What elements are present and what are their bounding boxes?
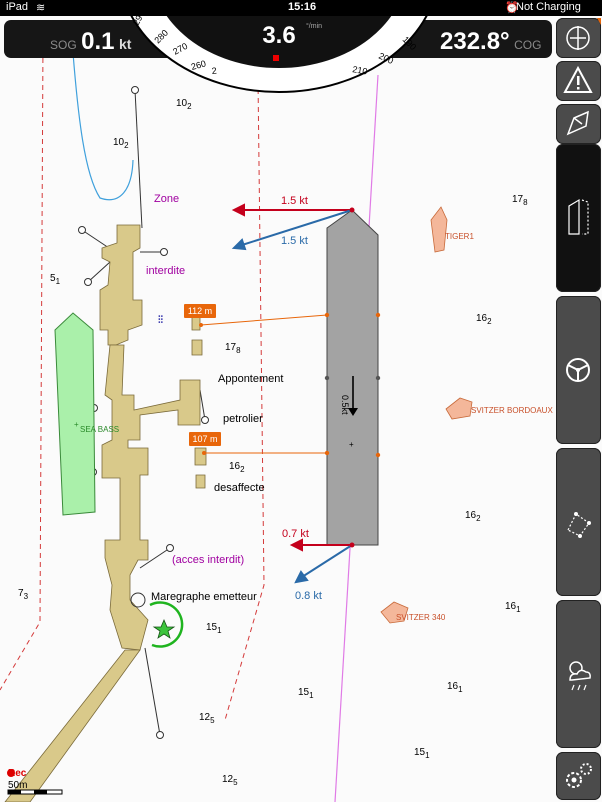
current-arrows-blue	[231, 209, 353, 584]
depth-sounding: 151	[206, 622, 222, 635]
distance-value[interactable]: 112 m	[188, 306, 212, 316]
vessel-svitzer-bordeaux[interactable]	[445, 397, 473, 420]
depth-sounding: 151	[414, 747, 430, 760]
compass-tick-label: 260	[190, 58, 207, 72]
current-arrows-red	[231, 203, 352, 552]
depth-sounding: 73	[18, 588, 29, 601]
light-marker-icon: ⫶⫶	[158, 315, 164, 326]
rate-unit: °/min	[306, 22, 322, 30]
vessel-svitzer-340[interactable]	[380, 601, 409, 624]
status-bar: iPad ≋ 15:16 ⏰ Not Charging	[0, 0, 602, 16]
wifi-icon: ≋	[36, 2, 46, 14]
depth-sounding: 178	[225, 342, 241, 355]
alarm-button[interactable]	[556, 61, 601, 101]
scale-label: 50m	[8, 780, 28, 791]
depth-sounding: 125	[199, 712, 215, 725]
distance-value[interactable]: 107 m	[192, 434, 217, 444]
vessel-sea-bass[interactable]	[54, 312, 96, 516]
tide-gauge-marker	[130, 592, 146, 608]
depth-sounding: 51	[50, 273, 61, 286]
route-button[interactable]	[556, 448, 601, 596]
current-stern-drift-label: 0.8 kt	[295, 590, 322, 602]
sog-label: SOG	[50, 38, 77, 52]
distance-lines	[200, 314, 328, 454]
depth-sounding: 125	[222, 774, 238, 787]
distance-badge[interactable]	[184, 304, 216, 318]
depth-sounding: 178	[512, 194, 528, 207]
vessel-sea-bass-cross: +	[74, 420, 79, 429]
distance-anchor	[202, 451, 206, 455]
zone-label: interdite	[146, 265, 185, 277]
ship-model-button[interactable]	[556, 104, 601, 144]
zone-label: Zone	[154, 193, 179, 205]
weather-button[interactable]	[556, 600, 601, 748]
steering-button[interactable]	[556, 296, 601, 444]
sog-value: 0.1	[81, 28, 115, 55]
vessel-sea-bass-label[interactable]: SEA BASS	[80, 425, 119, 434]
jetty-label: desaffecte	[214, 482, 265, 494]
ship-bow-point	[349, 207, 355, 213]
tide-gauge-range	[149, 601, 184, 648]
depth-sounding: 161	[447, 681, 463, 694]
mooring-lines	[78, 86, 209, 739]
depth-sounding: 102	[176, 98, 192, 111]
depth-sounding: 162	[229, 461, 245, 474]
ship-speed-label: 0.5kt	[340, 395, 350, 415]
jetty-structure	[4, 224, 207, 802]
tool-sidebar	[554, 16, 602, 802]
ship-midpoints	[324, 375, 381, 381]
heading-value: 356.8°	[241, 64, 316, 94]
depth-sounding: 162	[465, 510, 481, 523]
tide-gauge-star-icon[interactable]	[152, 618, 176, 639]
ship-stern-point	[349, 542, 355, 548]
compass-tick-label: 210	[352, 64, 369, 76]
charging-status: Not Charging	[516, 1, 581, 13]
record-dot-icon[interactable]	[7, 769, 15, 777]
ship-center: +	[349, 440, 354, 449]
depth-sounding: 161	[505, 601, 521, 614]
tide-gauge-label: Maregraphe emetteur	[151, 591, 257, 603]
jetty-label: petrolier	[223, 413, 263, 425]
current-bow-label: 1.5 kt	[281, 195, 308, 207]
compass-tick-label: 2	[211, 66, 217, 76]
distance-badge[interactable]	[189, 432, 221, 446]
settings-button[interactable]	[556, 752, 601, 800]
scale-bar-seg	[8, 790, 21, 794]
cog-readout: 232.8° COG	[440, 28, 541, 56]
vessel-svitzer-340-label[interactable]: SVITZER 340	[396, 613, 446, 622]
depth-sounding: 151	[298, 687, 314, 700]
scale-bar-seg	[34, 790, 47, 794]
anchor-watch-button[interactable]	[556, 18, 601, 58]
depth-sounding: 102	[113, 137, 129, 150]
depth-contour	[71, 39, 134, 201]
vessel-tiger-label[interactable]: TIGER1	[445, 232, 474, 241]
vessel-tiger[interactable]	[430, 206, 448, 253]
restricted-zone-boundary	[0, 39, 265, 721]
depth-sounding: 162	[476, 313, 492, 326]
vessel-svitzer-bordeaux-label[interactable]: SVITZER BORDOAUX	[471, 406, 553, 415]
heading-marker	[273, 55, 279, 61]
ship-speed-arrowhead	[348, 408, 358, 416]
sog-unit: kt	[118, 36, 132, 52]
device-name: iPad	[6, 1, 29, 13]
sog-readout: SOG 0.1 kt	[50, 28, 131, 56]
current-bow-drift-label: 1.5 kt	[281, 235, 308, 247]
cog-value: 232.8°	[440, 28, 510, 55]
rate-of-turn: 3.6	[262, 22, 295, 49]
compass-center	[166, 16, 392, 68]
jetty-label: Appontement	[218, 373, 283, 385]
cog-label: COG	[514, 38, 542, 52]
clock: 15:16	[288, 1, 317, 13]
record-label[interactable]: Rec	[8, 768, 27, 779]
alarm-icon: ⏰	[505, 2, 519, 14]
berthing-view-button[interactable]	[556, 144, 601, 292]
zone-label: (acces interdit)	[172, 554, 244, 566]
current-stern-label: 0.7 kt	[282, 528, 309, 540]
distance-anchor	[199, 323, 203, 327]
